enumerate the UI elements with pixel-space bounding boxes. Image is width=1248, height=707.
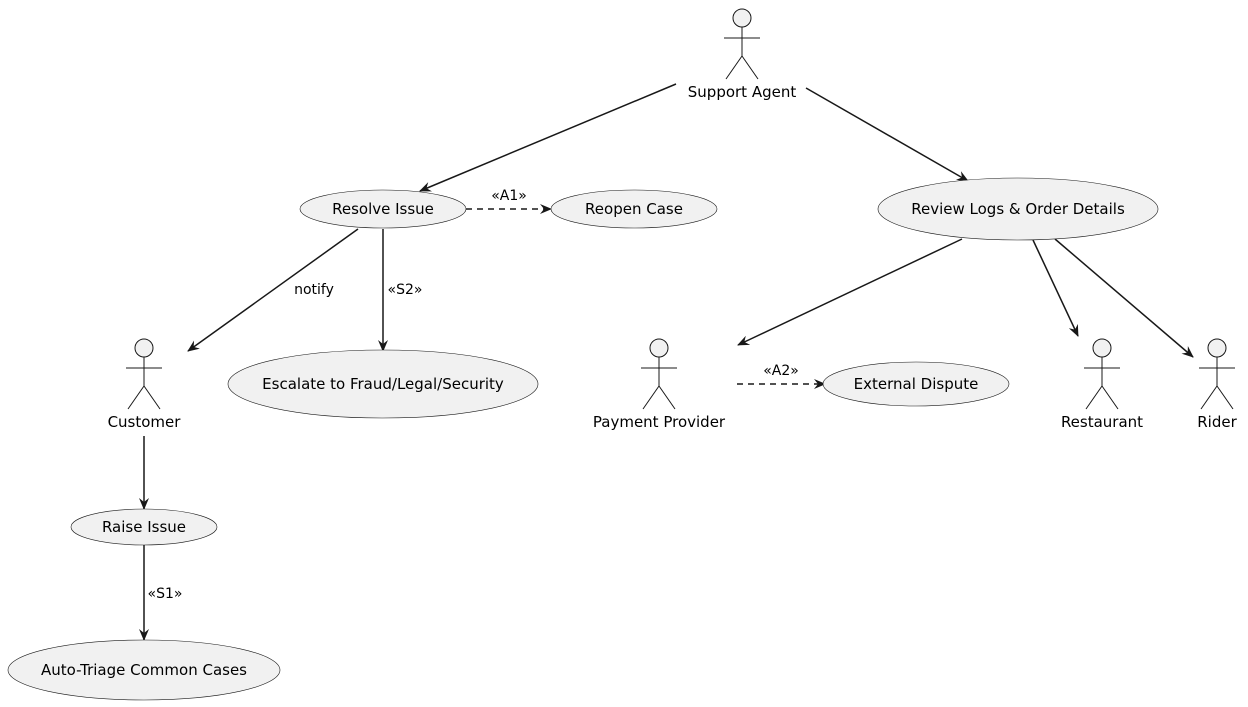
actor-label: Payment Provider [593,413,726,431]
edge-label-a1: «A1» [491,188,527,204]
usecase-review-logs: Review Logs & Order Details [877,177,1159,241]
actor-label: Customer [108,413,182,431]
edge-agent-review [805,87,969,182]
edge-review-payment [737,238,963,346]
actor-payment-provider: Payment Provider [593,338,726,431]
usecase-label: External Dispute [854,375,979,393]
edge-review-rider [1054,238,1194,358]
usecase-raise-issue: Raise Issue [70,508,218,546]
usecase-label: Auto-Triage Common Cases [41,661,247,679]
edge-review-restaurant [1032,239,1079,337]
usecase-label: Raise Issue [102,518,186,536]
edge-label-s1: «S1» [148,586,183,602]
actor-support-agent: Support Agent [688,8,797,101]
usecase-label: Escalate to Fraud/Legal/Security [262,375,504,393]
usecase-reopen-case: Reopen Case [550,189,718,229]
edge-agent-resolve [419,83,677,192]
usecase-label: Reopen Case [585,200,683,218]
actor-label: Restaurant [1061,413,1143,431]
actor-rider: Rider [1197,338,1238,431]
usecase-external-dispute: External Dispute [822,361,1010,407]
usecase-escalate: Escalate to Fraud/Legal/Security [227,349,539,419]
actor-restaurant: Restaurant [1061,338,1143,431]
edge-label-notify: notify [294,282,334,298]
usecase-label: Review Logs & Order Details [911,200,1125,218]
edge-label-s2: «S2» [388,282,423,298]
edge-label-a2: «A2» [763,363,799,379]
actor-label: Rider [1197,413,1237,431]
usecase-label: Resolve Issue [332,200,434,218]
actor-customer: Customer [108,338,182,431]
usecase-auto-triage: Auto-Triage Common Cases [7,639,281,701]
usecase-resolve-issue: Resolve Issue [299,189,467,229]
actor-label: Support Agent [688,83,797,101]
edge-resolve-customer [187,228,359,352]
